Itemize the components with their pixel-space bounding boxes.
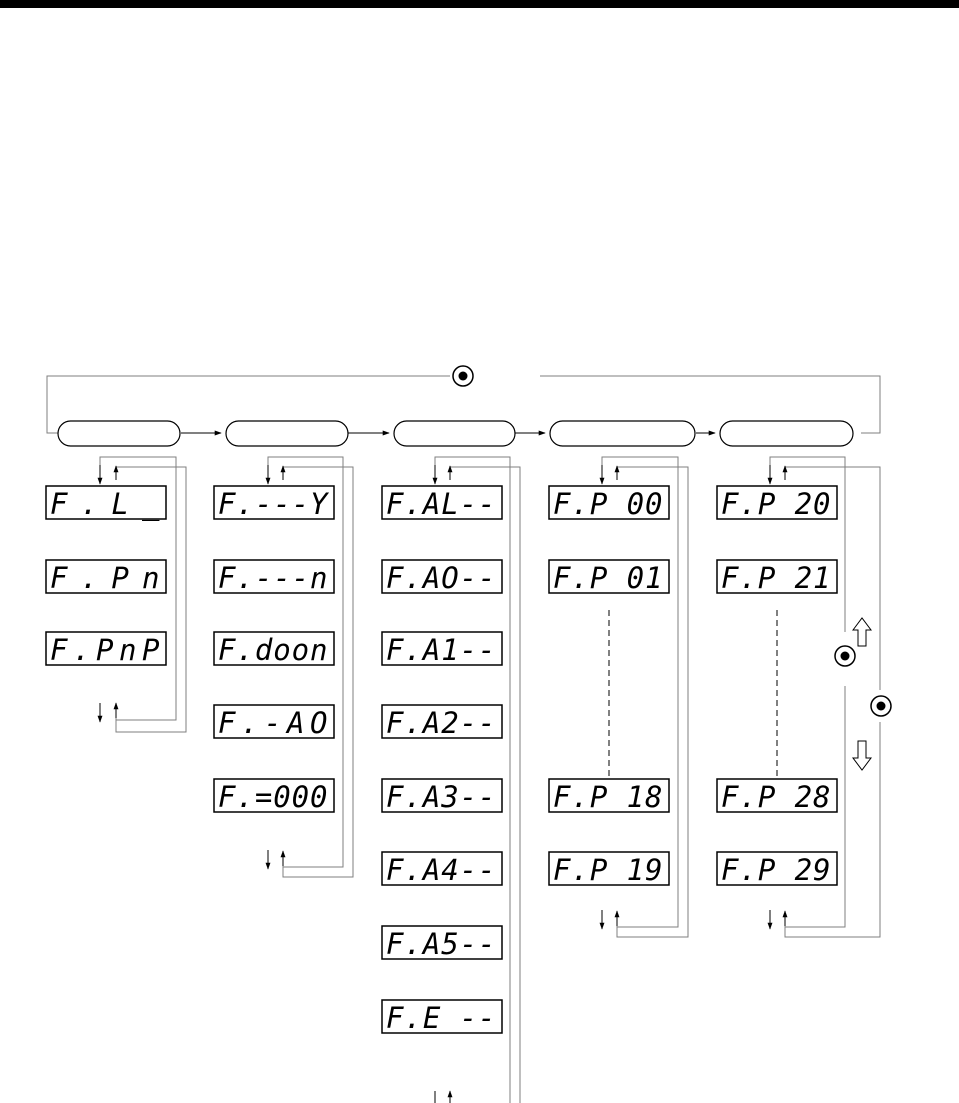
- lcd-display-text: F.P 28: [721, 780, 831, 814]
- lcd-display: F.-AO: [213, 704, 335, 740]
- mode-box: [719, 420, 854, 447]
- lcd-display-text: F.-AO: [218, 706, 328, 740]
- lcd-display-text: F.P 01: [553, 561, 663, 595]
- lcd-display: F.PnP: [45, 631, 167, 667]
- set-button-icon[interactable]: [870, 695, 892, 717]
- dashed-continuations: [608, 610, 778, 776]
- lcd-display: F.A4--: [381, 851, 503, 887]
- lcd-display: F.AO--: [381, 559, 503, 595]
- lcd-display: F.Pn: [45, 559, 167, 595]
- lcd-display: F.=000: [213, 778, 335, 814]
- set-button-icon[interactable]: [452, 365, 474, 387]
- lcd-display: F.A1--: [381, 631, 503, 667]
- lcd-display-text: F.P 29: [721, 853, 831, 887]
- lcd-display-text: F.---n: [218, 561, 328, 595]
- lcd-display: F.L_: [45, 485, 167, 522]
- lcd-display: F.---Y: [213, 485, 335, 521]
- lcd-display: F.P 18: [548, 778, 670, 814]
- set-button-icon[interactable]: [834, 645, 856, 667]
- lcd-display: F.P 00: [548, 485, 670, 521]
- lcd-display-text: F.AL--: [386, 487, 496, 521]
- lcd-display-text: F.AO--: [386, 561, 496, 595]
- lcd-display-text: F.P 20: [721, 487, 831, 521]
- down-arrow-icon[interactable]: [852, 740, 872, 771]
- lcd-display: F.P 20: [716, 485, 838, 521]
- lcd-display-text: F.E --: [386, 1001, 496, 1035]
- lcd-display-text: F.A3--: [386, 780, 496, 814]
- lcd-display-text: F.P 21: [721, 561, 831, 595]
- lcd-display-text: F.doon: [218, 633, 328, 667]
- header-bar: [0, 0, 959, 8]
- lcd-display: F.---n: [213, 559, 335, 595]
- lcd-display-text: F.A4--: [386, 853, 496, 887]
- outer-loop-line: [46, 375, 881, 434]
- lcd-display: F.P 19: [548, 851, 670, 887]
- lcd-display: F.P 28: [716, 778, 838, 814]
- mode-box: [549, 420, 696, 447]
- lcd-display: F.A3--: [381, 778, 503, 814]
- lcd-display-text: F.=000: [218, 780, 328, 814]
- lcd-display: F.P 29: [716, 851, 838, 887]
- lcd-display-text: F.---Y: [218, 487, 330, 521]
- up-arrow-icon[interactable]: [852, 617, 872, 647]
- lcd-display-text: F.PnP: [50, 633, 160, 667]
- mode-box: [57, 420, 181, 447]
- mode-box: [393, 420, 516, 447]
- loop-arrowheads: [97, 465, 788, 1103]
- lcd-display: F.E --: [381, 999, 503, 1035]
- lcd-display: F.P 01: [548, 559, 670, 595]
- lcd-display: F.AL--: [381, 485, 503, 521]
- lcd-display: F.doon: [213, 631, 335, 667]
- lcd-display-text: F.P 00: [553, 487, 663, 521]
- lcd-display-text: F.P 18: [553, 780, 663, 814]
- mode-box: [225, 420, 349, 447]
- lcd-display-text: F.P 19: [553, 853, 663, 887]
- lcd-display-text: F.A2--: [386, 706, 496, 740]
- lcd-display: F.A2--: [381, 704, 503, 740]
- lcd-display: F.P 21: [716, 559, 838, 595]
- lcd-display-text: F.A1--: [386, 633, 496, 667]
- lcd-display: F.A5--: [381, 925, 503, 961]
- lcd-display-text: F.A5--: [386, 927, 496, 961]
